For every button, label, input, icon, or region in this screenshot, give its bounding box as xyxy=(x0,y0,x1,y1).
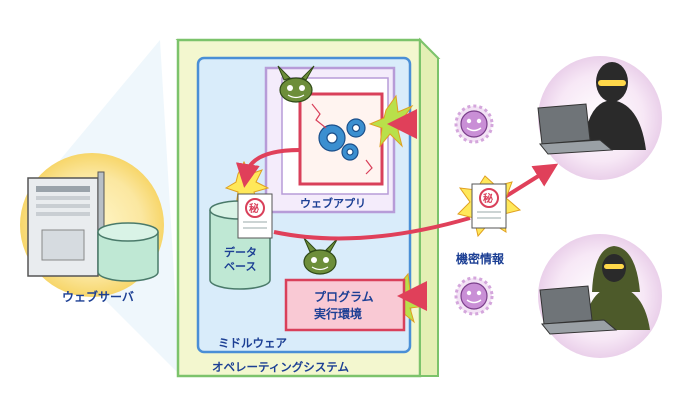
server-storage-icon xyxy=(97,222,159,282)
server-icon xyxy=(27,171,105,277)
crack-mark xyxy=(311,103,327,129)
attacker-top xyxy=(537,56,662,180)
middleware-label: ミドルウェア xyxy=(218,336,287,350)
database-label-line2: ベース xyxy=(224,260,256,273)
crack-mark xyxy=(365,159,373,175)
database-label-line1: データ xyxy=(224,245,257,259)
data-leak-arrow-to-attacker xyxy=(498,163,559,202)
web-server-label: ウェブサーバ xyxy=(62,289,134,304)
confidential-info-label: 機密情報 xyxy=(456,251,505,266)
laptop-icon xyxy=(537,103,614,155)
data-leak-arrow xyxy=(273,216,471,241)
bug-monster-icon xyxy=(303,237,339,275)
secret-document-icon: 秘 xyxy=(237,193,273,239)
program-env-label-line1: プログラム xyxy=(314,289,374,304)
program-env-box: プログラム 実行環境 xyxy=(284,278,406,332)
hacker-icon xyxy=(584,62,646,150)
hacker-icon xyxy=(584,246,650,330)
attacker-bottom xyxy=(538,234,662,358)
virus-icon xyxy=(454,276,494,316)
web-app-label: ウェブアプリ xyxy=(300,196,366,210)
laptop-icon xyxy=(539,285,618,335)
secret-mark: 秘 xyxy=(483,192,493,205)
web-server-group: ウェブサーバ xyxy=(20,40,180,375)
gear-icon xyxy=(318,118,366,161)
secret-mark: 秘 xyxy=(249,202,259,215)
bug-monster-icon xyxy=(277,65,315,103)
virus-icon xyxy=(454,104,494,144)
program-env-label-line2: 実行環境 xyxy=(314,306,362,321)
web-app-box: ウェブアプリ xyxy=(264,66,396,214)
secret-document-icon: 秘 機密情報 xyxy=(456,175,522,266)
os-label: オペレーティングシステム xyxy=(212,360,349,374)
attack-arrow xyxy=(235,148,301,188)
